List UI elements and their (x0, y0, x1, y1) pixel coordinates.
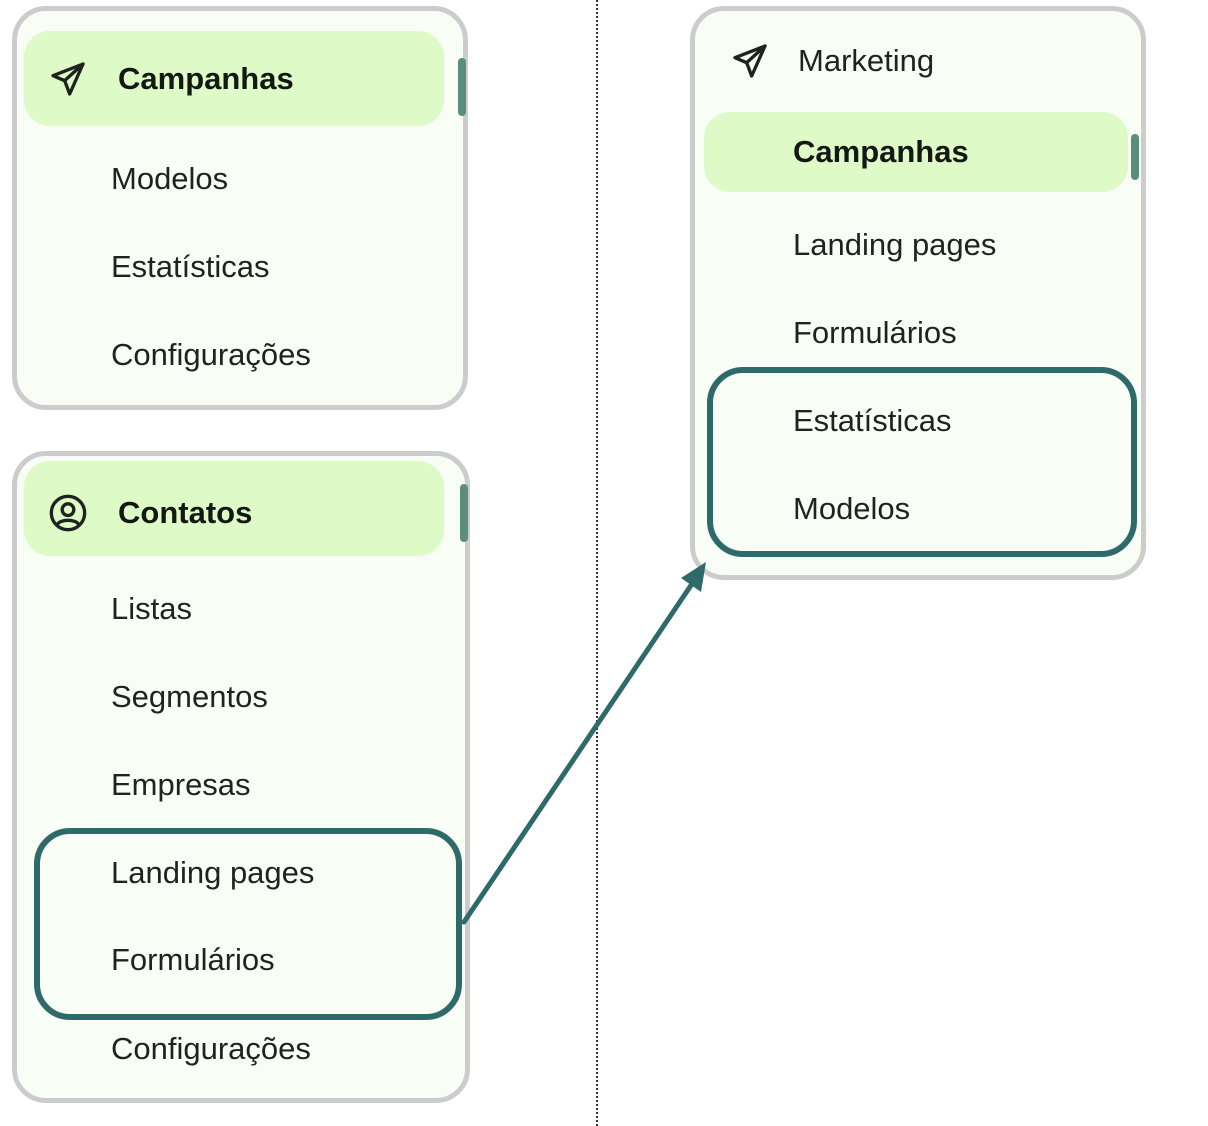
user-circle-icon (48, 493, 88, 533)
menu-item-estatisticas[interactable]: Estatísticas (111, 249, 270, 284)
campanhas-menu-panel: Campanhas Modelos Estatísticas Configura… (12, 6, 468, 410)
scrollbar-thumb[interactable] (458, 58, 466, 116)
menu-header-label: Contatos (118, 495, 253, 530)
menu-item-empresas[interactable]: Empresas (111, 767, 251, 802)
menu-item-modelos[interactable]: Modelos (111, 161, 229, 196)
menu-header-contatos[interactable]: Contatos (24, 461, 444, 556)
arrow-line (461, 569, 703, 925)
menu-item-campanhas[interactable]: Campanhas (704, 112, 1128, 192)
menu-item-configuracoes[interactable]: Configurações (111, 337, 311, 372)
menu-item-segmentos[interactable]: Segmentos (111, 679, 268, 714)
menu-item-formularios[interactable]: Formulários (111, 942, 275, 977)
menu-item-estatisticas[interactable]: Estatísticas (793, 403, 952, 438)
menu-item-formularios[interactable]: Formulários (793, 315, 957, 350)
menu-item-modelos[interactable]: Modelos (793, 491, 911, 526)
scrollbar-thumb[interactable] (460, 484, 468, 542)
menu-item-label: Campanhas (793, 134, 969, 169)
menu-header-campanhas[interactable]: Campanhas (24, 31, 444, 126)
menu-item-listas[interactable]: Listas (111, 591, 192, 626)
send-icon (48, 59, 88, 99)
menu-item-landing-pages[interactable]: Landing pages (111, 855, 315, 890)
vertical-divider (596, 0, 598, 1126)
marketing-menu-panel: Marketing Campanhas Landing pages Formul… (690, 6, 1146, 580)
menu-item-landing-pages[interactable]: Landing pages (793, 227, 997, 262)
scrollbar-thumb[interactable] (1131, 134, 1139, 180)
send-icon (730, 41, 770, 81)
menu-header-label: Marketing (798, 43, 935, 78)
menu-header-marketing[interactable]: Marketing (702, 21, 1122, 101)
menu-header-label: Campanhas (118, 61, 294, 96)
menu-item-configuracoes[interactable]: Configurações (111, 1031, 311, 1066)
contatos-menu-panel: Contatos Listas Segmentos Empresas Landi… (12, 451, 470, 1103)
